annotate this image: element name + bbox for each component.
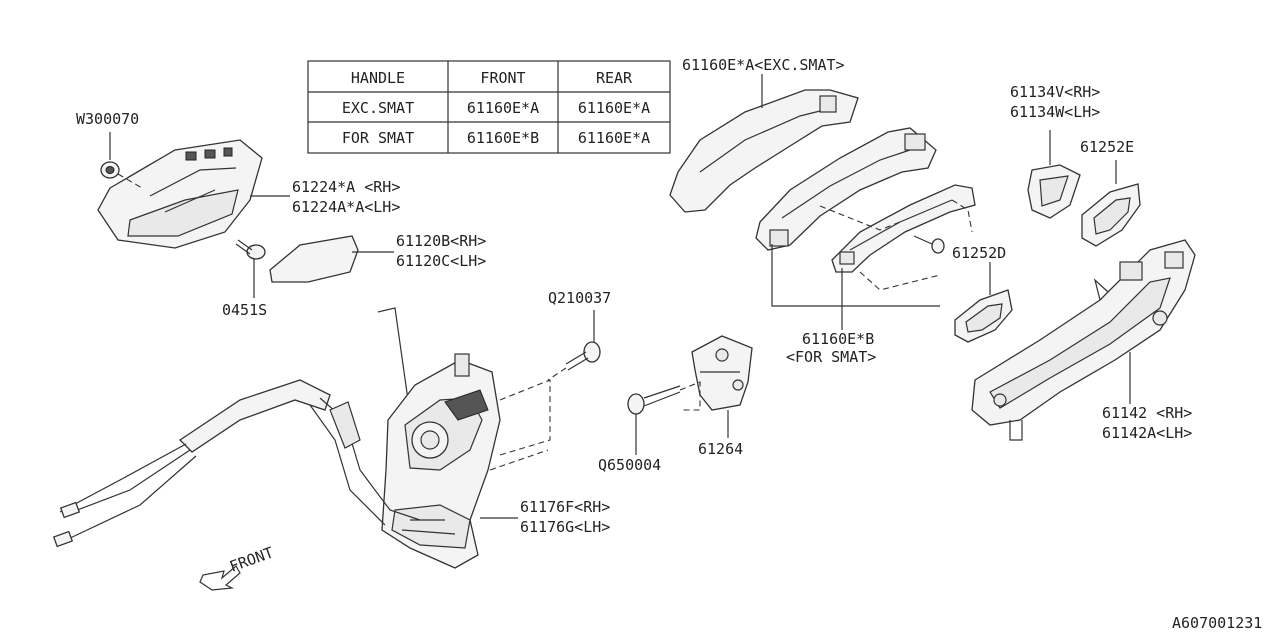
table-cell: EXC.SMAT [342, 99, 414, 117]
table-cell: FOR SMAT [342, 129, 414, 147]
label-61264: 61264 [698, 440, 743, 458]
outer-handle-exc-smat [669, 89, 859, 213]
label-61176-lh: 61176G<LH> [520, 518, 610, 536]
handle-screw [913, 235, 945, 254]
door-lock-cables [52, 379, 421, 548]
door-lock-actuator [377, 307, 501, 569]
gasket-61252e [1081, 183, 1141, 247]
label-61120-lh: 61120C<LH> [396, 252, 486, 270]
inner-handle-bezel [97, 139, 263, 249]
nut [100, 161, 120, 179]
gasket-61252d [954, 289, 1013, 343]
label-61176-rh: 61176F<RH> [520, 498, 610, 516]
table-cell: 61160E*A [578, 129, 650, 147]
table-header-handle: HANDLE [351, 69, 405, 87]
label-for-smat: <FOR SMAT> [786, 348, 876, 366]
label-61134-lh: 61134W<LH> [1010, 103, 1100, 121]
table-cell: 61160E*A [578, 99, 650, 117]
table-header-rear: REAR [596, 69, 633, 87]
outer-handle-for-smat [755, 127, 937, 251]
label-0451s: 0451S [222, 301, 267, 319]
label-61224-lh: 61224A*A<LH> [292, 198, 400, 216]
label-61160a: 61160E*A<EXC.SMAT> [682, 56, 845, 74]
handle-cap [1027, 164, 1081, 219]
label-61134-rh: 61134V<RH> [1010, 83, 1100, 101]
door-striker [691, 335, 753, 411]
label-61120-rh: 61120B<RH> [396, 232, 486, 250]
label-61142-lh: 61142A<LH> [1102, 424, 1192, 442]
front-arrow-icon [199, 565, 241, 591]
outer-handle-base-plate [831, 184, 976, 273]
label-q650004: Q650004 [598, 456, 661, 474]
diagram-code: A607001231 [1172, 614, 1262, 632]
table-border [307, 60, 671, 154]
screw-q650004 [627, 385, 681, 415]
label-61160b: 61160E*B [802, 330, 874, 348]
label-61252d: 61252D [952, 244, 1006, 262]
table-cell: 61160E*B [467, 129, 539, 147]
sealing-pad [269, 235, 359, 283]
screw-0451s [235, 239, 266, 260]
label-61252e: 61252E [1080, 138, 1134, 156]
handle-frame [971, 239, 1196, 441]
label-q210037: Q210037 [548, 289, 611, 307]
screw-q210037 [565, 341, 601, 371]
label-61224-rh: 61224*A <RH> [292, 178, 400, 196]
handle-table: HANDLE FRONT REAR EXC.SMAT 61160E*A 6116… [307, 60, 671, 154]
front-label: FRONT [227, 543, 276, 575]
label-w300070: W300070 [76, 110, 139, 128]
table-header-front: FRONT [480, 69, 525, 87]
table-cell: 61160E*A [467, 99, 539, 117]
label-61142-rh: 61142 <RH> [1102, 404, 1192, 422]
